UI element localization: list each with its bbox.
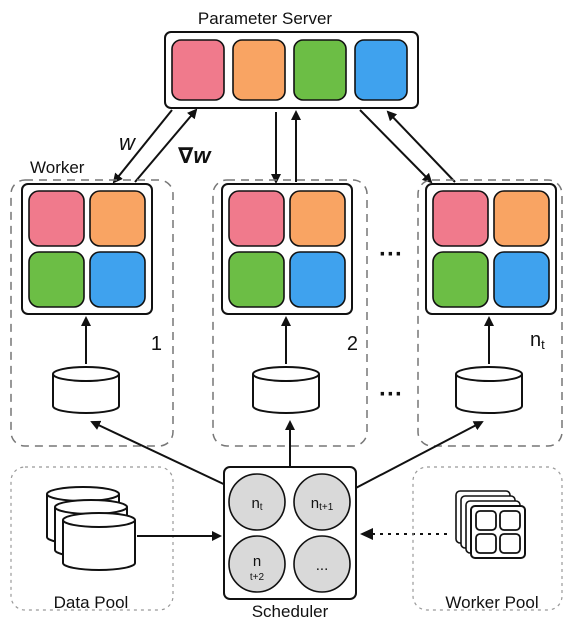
worker-2-index: 2	[347, 333, 358, 355]
worker-pool-model-stack-icon	[455, 490, 526, 559]
worker-2-database-icon	[252, 366, 320, 414]
worker-1-green-cell	[28, 251, 85, 308]
worker-n-database-icon	[455, 366, 523, 414]
worker1-to-ps-arrow	[134, 108, 198, 183]
data-pool-database-icon	[46, 486, 136, 571]
worker-n-container	[417, 179, 563, 447]
worker-n-orange-cell	[493, 190, 550, 247]
worker-n-index: nt	[530, 329, 545, 352]
worker-2-red-cell	[228, 190, 285, 247]
scheduler-to-workern-arrow	[351, 421, 484, 491]
worker-ellipsis-top: ···	[379, 241, 403, 268]
ps-shard-green	[293, 39, 347, 101]
worker-2-orange-cell	[289, 190, 346, 247]
worker-pool: Worker Pool	[412, 466, 563, 612]
worker-n: nt	[417, 179, 563, 447]
worker-2: 2	[212, 179, 368, 447]
worker-n-red-cell	[432, 190, 489, 247]
worker-1-index: 1	[151, 333, 162, 355]
worker-pool-label: Worker Pool	[445, 593, 538, 612]
scheduler-node-nt1	[293, 473, 351, 531]
worker-n-blue-cell	[493, 251, 550, 308]
worker-1-orange-cell	[89, 190, 146, 247]
worker-1-database-icon	[52, 366, 120, 414]
worker-1-container	[10, 179, 174, 447]
worker-pool-arrowhead	[360, 528, 373, 540]
worker-1: 1	[10, 179, 174, 447]
worker-2-blue-cell	[289, 251, 346, 308]
worker-ellipsis-bottom: ···	[379, 381, 403, 408]
scheduler-node-more-label: ...	[316, 557, 329, 574]
scheduler-node-nt1-label: nt+1	[311, 495, 334, 513]
scheduler-to-worker1-arrow	[90, 420, 233, 489]
worker-group-title: Worker	[30, 158, 85, 177]
scheduler-node-nt2	[228, 535, 286, 593]
scheduler-node-more	[293, 535, 351, 593]
worker-n-green-cell	[432, 251, 489, 308]
parameter-server	[164, 31, 419, 109]
ps-to-worker1-arrow	[112, 109, 173, 184]
data-pool: Data Pool	[10, 466, 174, 612]
gradient-label: ∇w	[178, 143, 212, 168]
worker-2-container	[212, 179, 368, 447]
ps-shard-blue	[354, 39, 408, 101]
scheduler-label: Scheduler	[252, 602, 329, 621]
data-pool-label: Data Pool	[54, 593, 129, 612]
worker-2-green-cell	[228, 251, 285, 308]
parameter-server-title: Parameter Server	[198, 9, 332, 28]
scheduler-node-nt-label: nt	[251, 495, 262, 513]
weights-label: w	[119, 130, 137, 155]
ps-shard-orange	[232, 39, 286, 101]
workern-to-ps-arrow	[386, 110, 456, 183]
worker-1-red-cell	[28, 190, 85, 247]
data-pool-container	[10, 466, 174, 611]
worker-1-blue-cell	[89, 251, 146, 308]
scheduler-node-nt	[228, 473, 286, 531]
ps-to-workern-arrow	[359, 109, 433, 184]
ps-shard-red	[171, 39, 225, 101]
